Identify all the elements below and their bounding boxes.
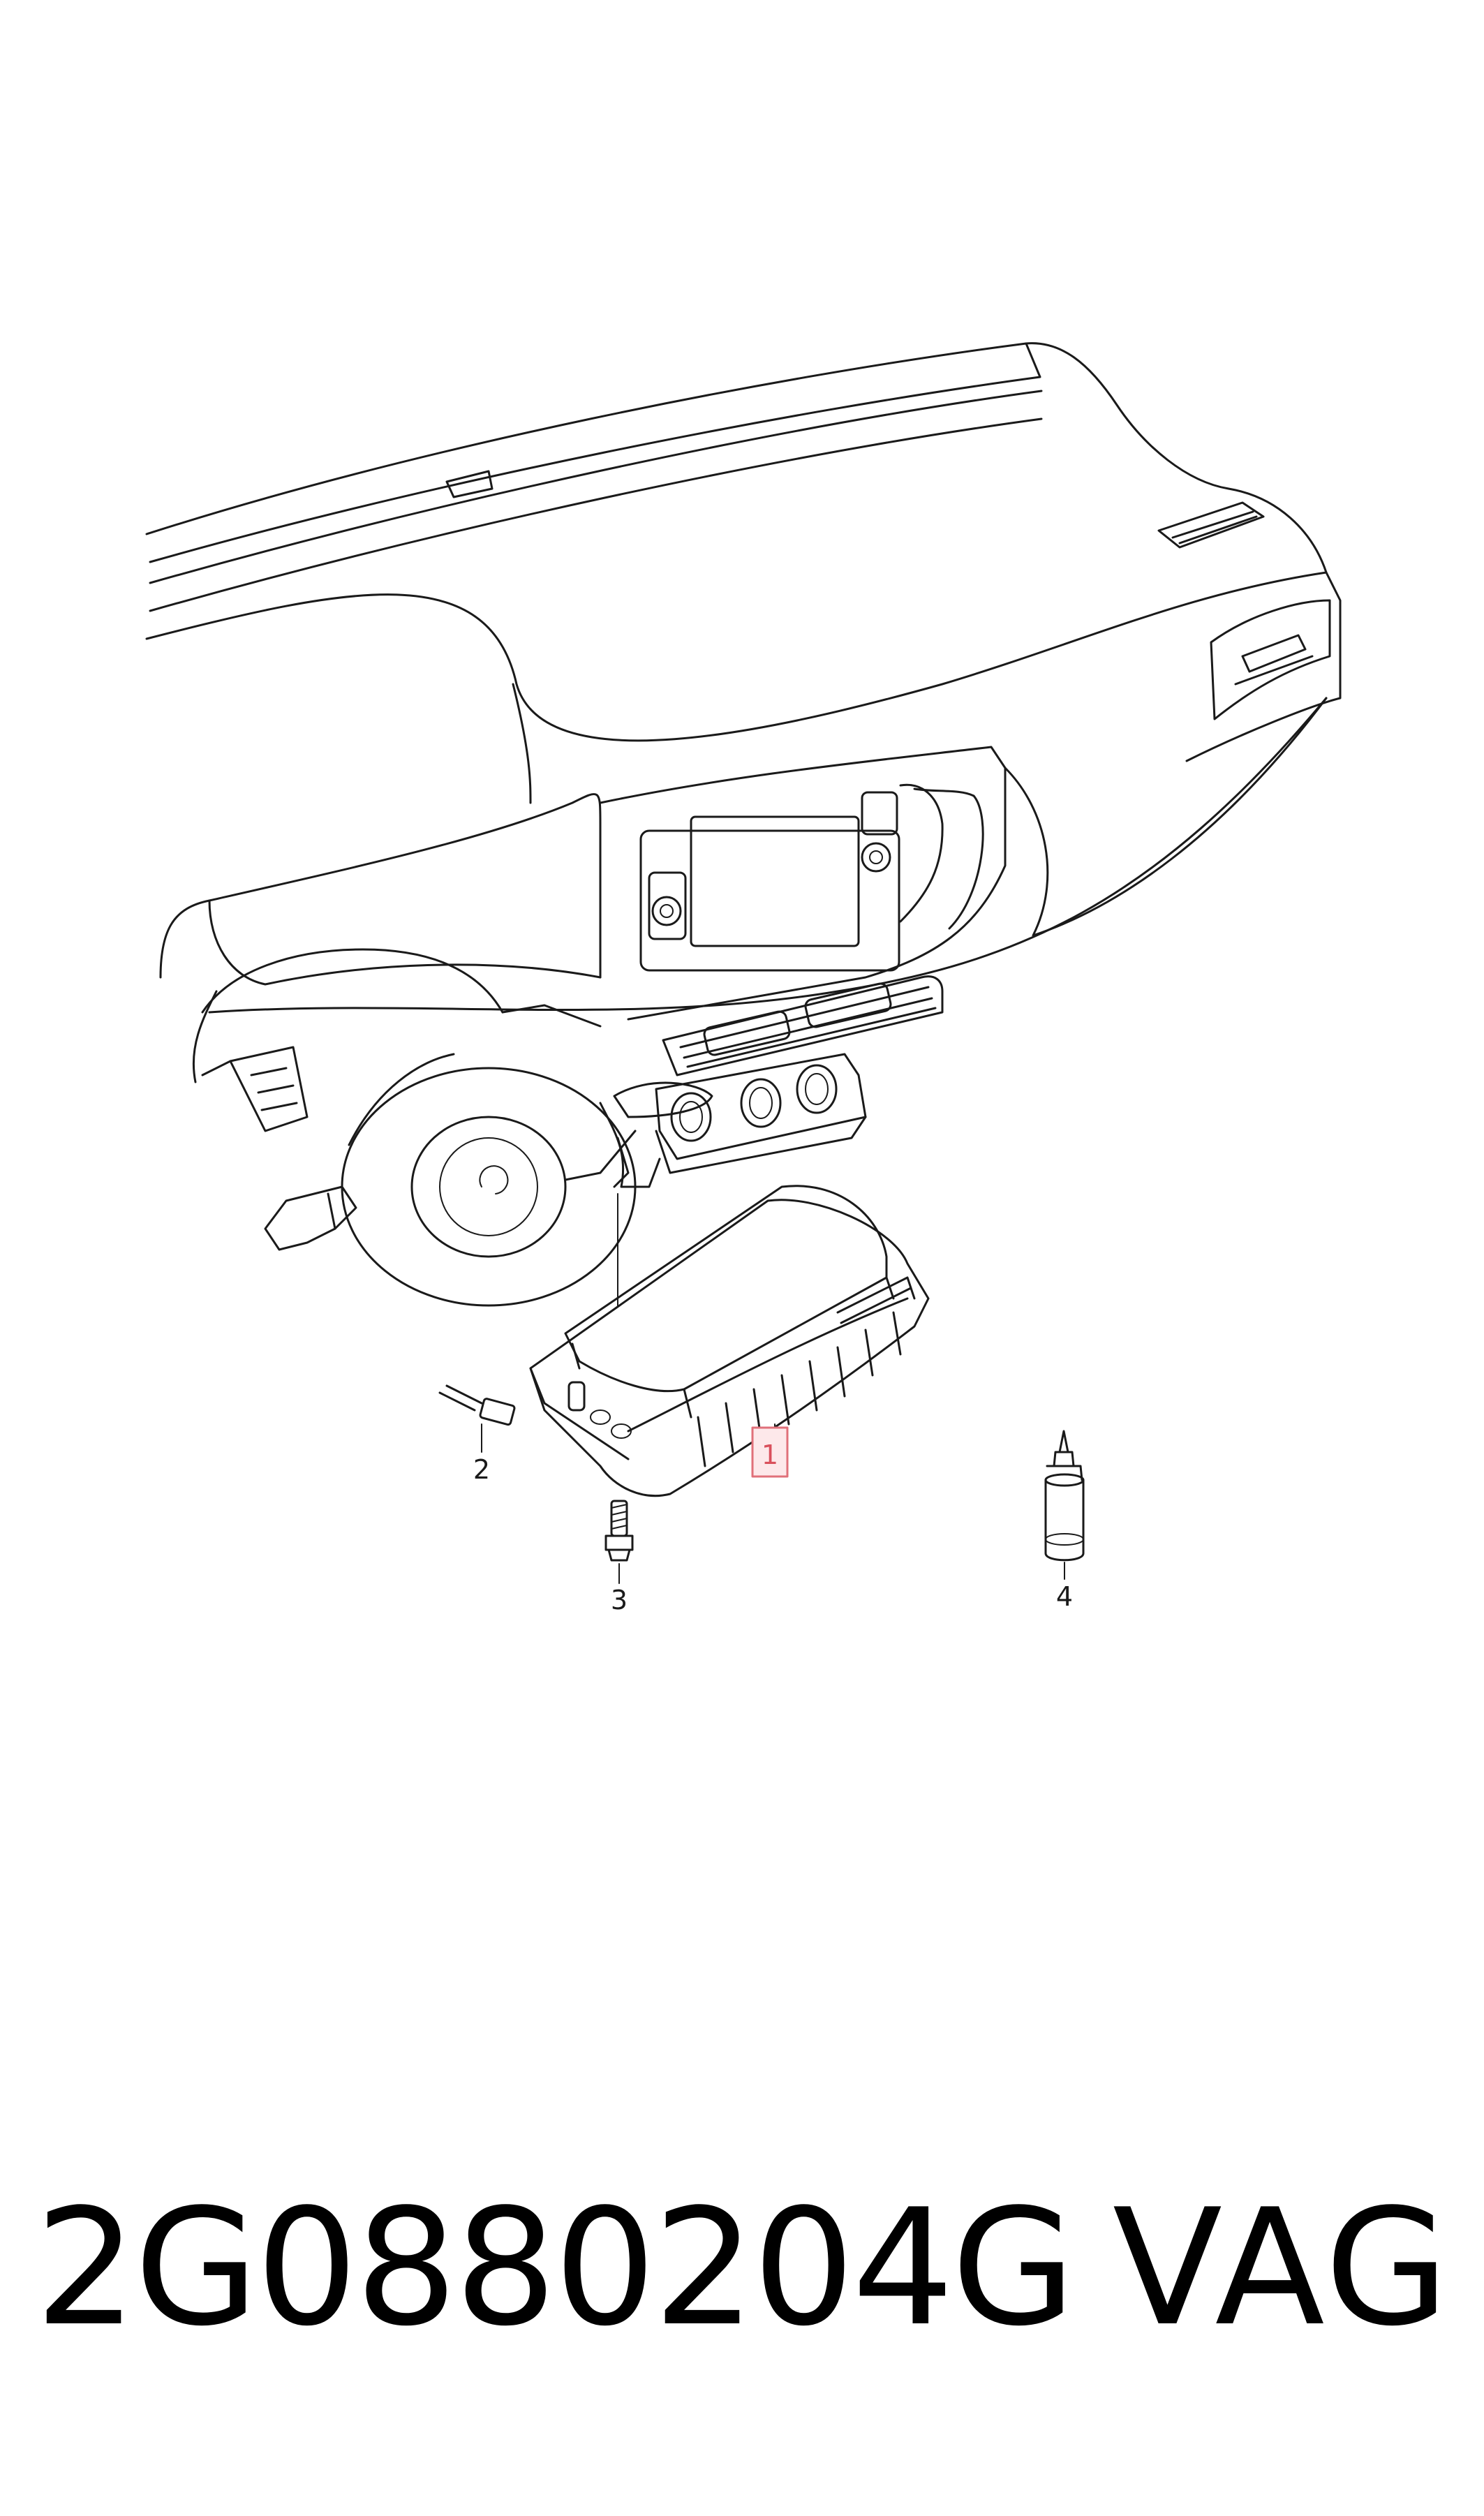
- callout-3[interactable]: 3: [611, 1585, 628, 1615]
- airbag-module: [529, 1185, 930, 1497]
- callout-4-label: 4: [1056, 1581, 1073, 1612]
- part-number: 2G0880204G: [35, 2175, 1076, 2362]
- footer-caption: 2G0880204G VAG: [28, 2178, 1466, 2360]
- bolt-part-3: [604, 1500, 634, 1584]
- bottle-part-4: [1044, 1430, 1085, 1580]
- callout-1[interactable]: 1: [751, 1426, 789, 1478]
- connector-part-2: [438, 1384, 516, 1453]
- callout-4[interactable]: 4: [1056, 1581, 1073, 1612]
- dashboard-illustration: [145, 342, 1342, 1307]
- callout-2[interactable]: 2: [473, 1454, 490, 1485]
- brand-name: VAG: [1112, 2175, 1452, 2362]
- callout-1-label: 1: [762, 1440, 778, 1470]
- callout-3-label: 3: [611, 1585, 628, 1615]
- callout-2-label: 2: [473, 1454, 490, 1485]
